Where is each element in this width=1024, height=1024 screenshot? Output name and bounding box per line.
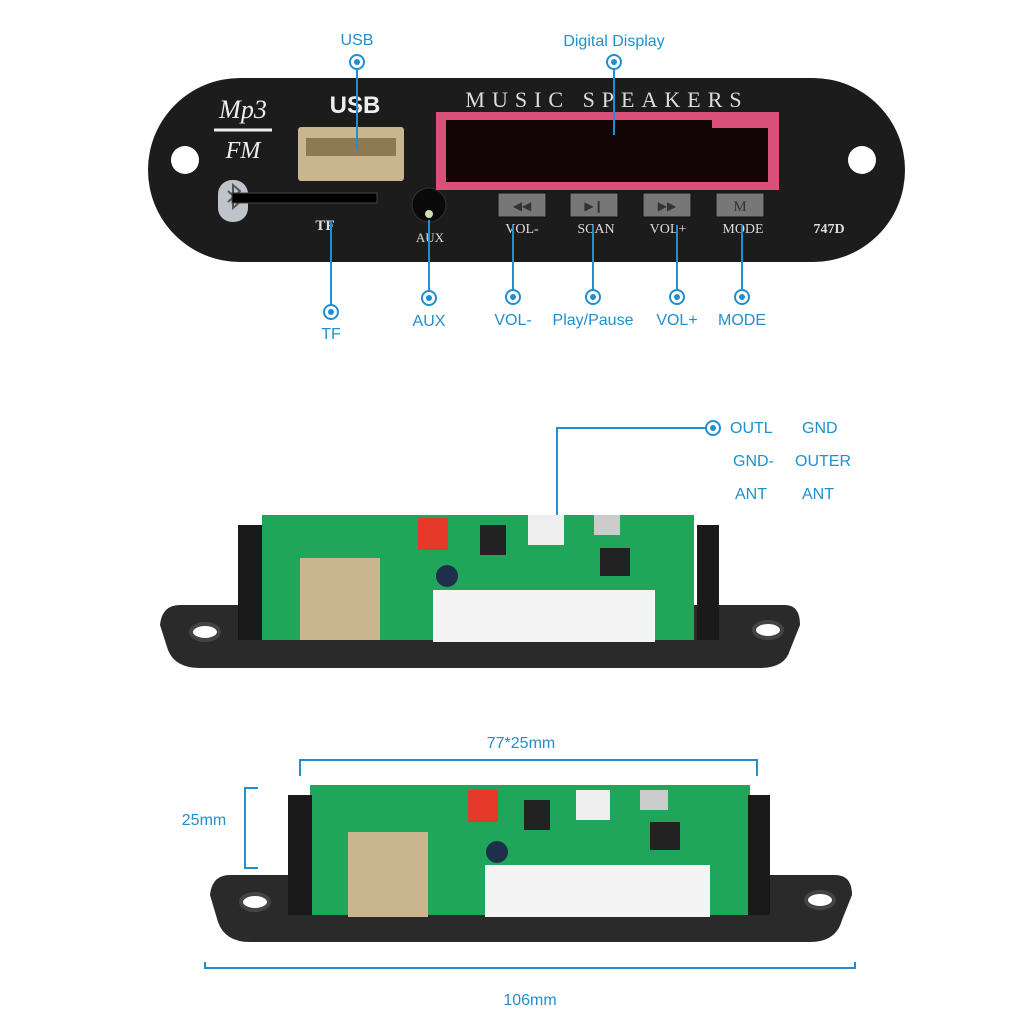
- tf-slot: [231, 192, 378, 204]
- dimension-length: 106mm: [503, 992, 556, 1009]
- front-panel: Mp3 FM USB TF AUX MUSIC SPEAKERS ◀◀ ▶❙ ▶…: [148, 78, 905, 262]
- callout-mode: MODE: [718, 312, 766, 329]
- board-view-top: [160, 515, 800, 668]
- logo-mp3: Mp3: [218, 95, 267, 124]
- callout-vol-minus: VOL-: [494, 312, 531, 329]
- mode-icon: M: [733, 199, 746, 215]
- svg-text:ANT: ANT: [802, 486, 834, 503]
- brand-text: MUSIC SPEAKERS: [465, 87, 748, 112]
- next-icon: ▶▶: [658, 199, 677, 213]
- svg-text:VOL-: VOL-: [505, 222, 539, 237]
- callout-vol-plus: VOL+: [656, 312, 697, 329]
- model-number: 747D: [813, 222, 844, 237]
- svg-text:OUTER: OUTER: [795, 453, 851, 470]
- board-view-bottom: [210, 785, 852, 942]
- svg-text:TF: TF: [315, 218, 334, 234]
- control-buttons: ◀◀ ▶❙ ▶▶ M: [497, 192, 765, 218]
- scan-button[interactable]: [569, 192, 619, 218]
- callout-tf: TF: [321, 326, 341, 343]
- svg-text:GND: GND: [802, 420, 838, 437]
- connector-pinout: OUTL GND GND- OUTER ANT ANT: [730, 420, 851, 503]
- callout-usb: USB: [341, 32, 374, 49]
- callout-play-pause: Play/Pause: [553, 312, 634, 329]
- callout-lines: [330, 62, 743, 515]
- mount-hole-left: [171, 146, 199, 174]
- dimension-board: 77*25mm: [487, 735, 555, 752]
- svg-text:GND-: GND-: [733, 453, 774, 470]
- svg-text:SCAN: SCAN: [577, 222, 614, 237]
- callout-aux: AUX: [413, 313, 446, 330]
- svg-text:OUTL: OUTL: [730, 420, 773, 437]
- mode-button[interactable]: [715, 192, 765, 218]
- mount-hole-right: [848, 146, 876, 174]
- play-pause-icon: ▶❙: [584, 199, 603, 213]
- dimension-lines: [204, 759, 856, 969]
- svg-text:AUX: AUX: [416, 230, 445, 245]
- svg-text:ANT: ANT: [735, 486, 767, 503]
- logo-fm: FM: [225, 138, 263, 164]
- previous-icon: ◀◀: [513, 199, 532, 213]
- vol-plus-button[interactable]: [642, 192, 692, 218]
- svg-text:VOL+: VOL+: [650, 222, 687, 237]
- vol-minus-button[interactable]: [497, 192, 547, 218]
- callout-display: Digital Display: [563, 33, 664, 50]
- usb-text: USB: [330, 92, 381, 119]
- dimension-height: 25mm: [182, 812, 226, 829]
